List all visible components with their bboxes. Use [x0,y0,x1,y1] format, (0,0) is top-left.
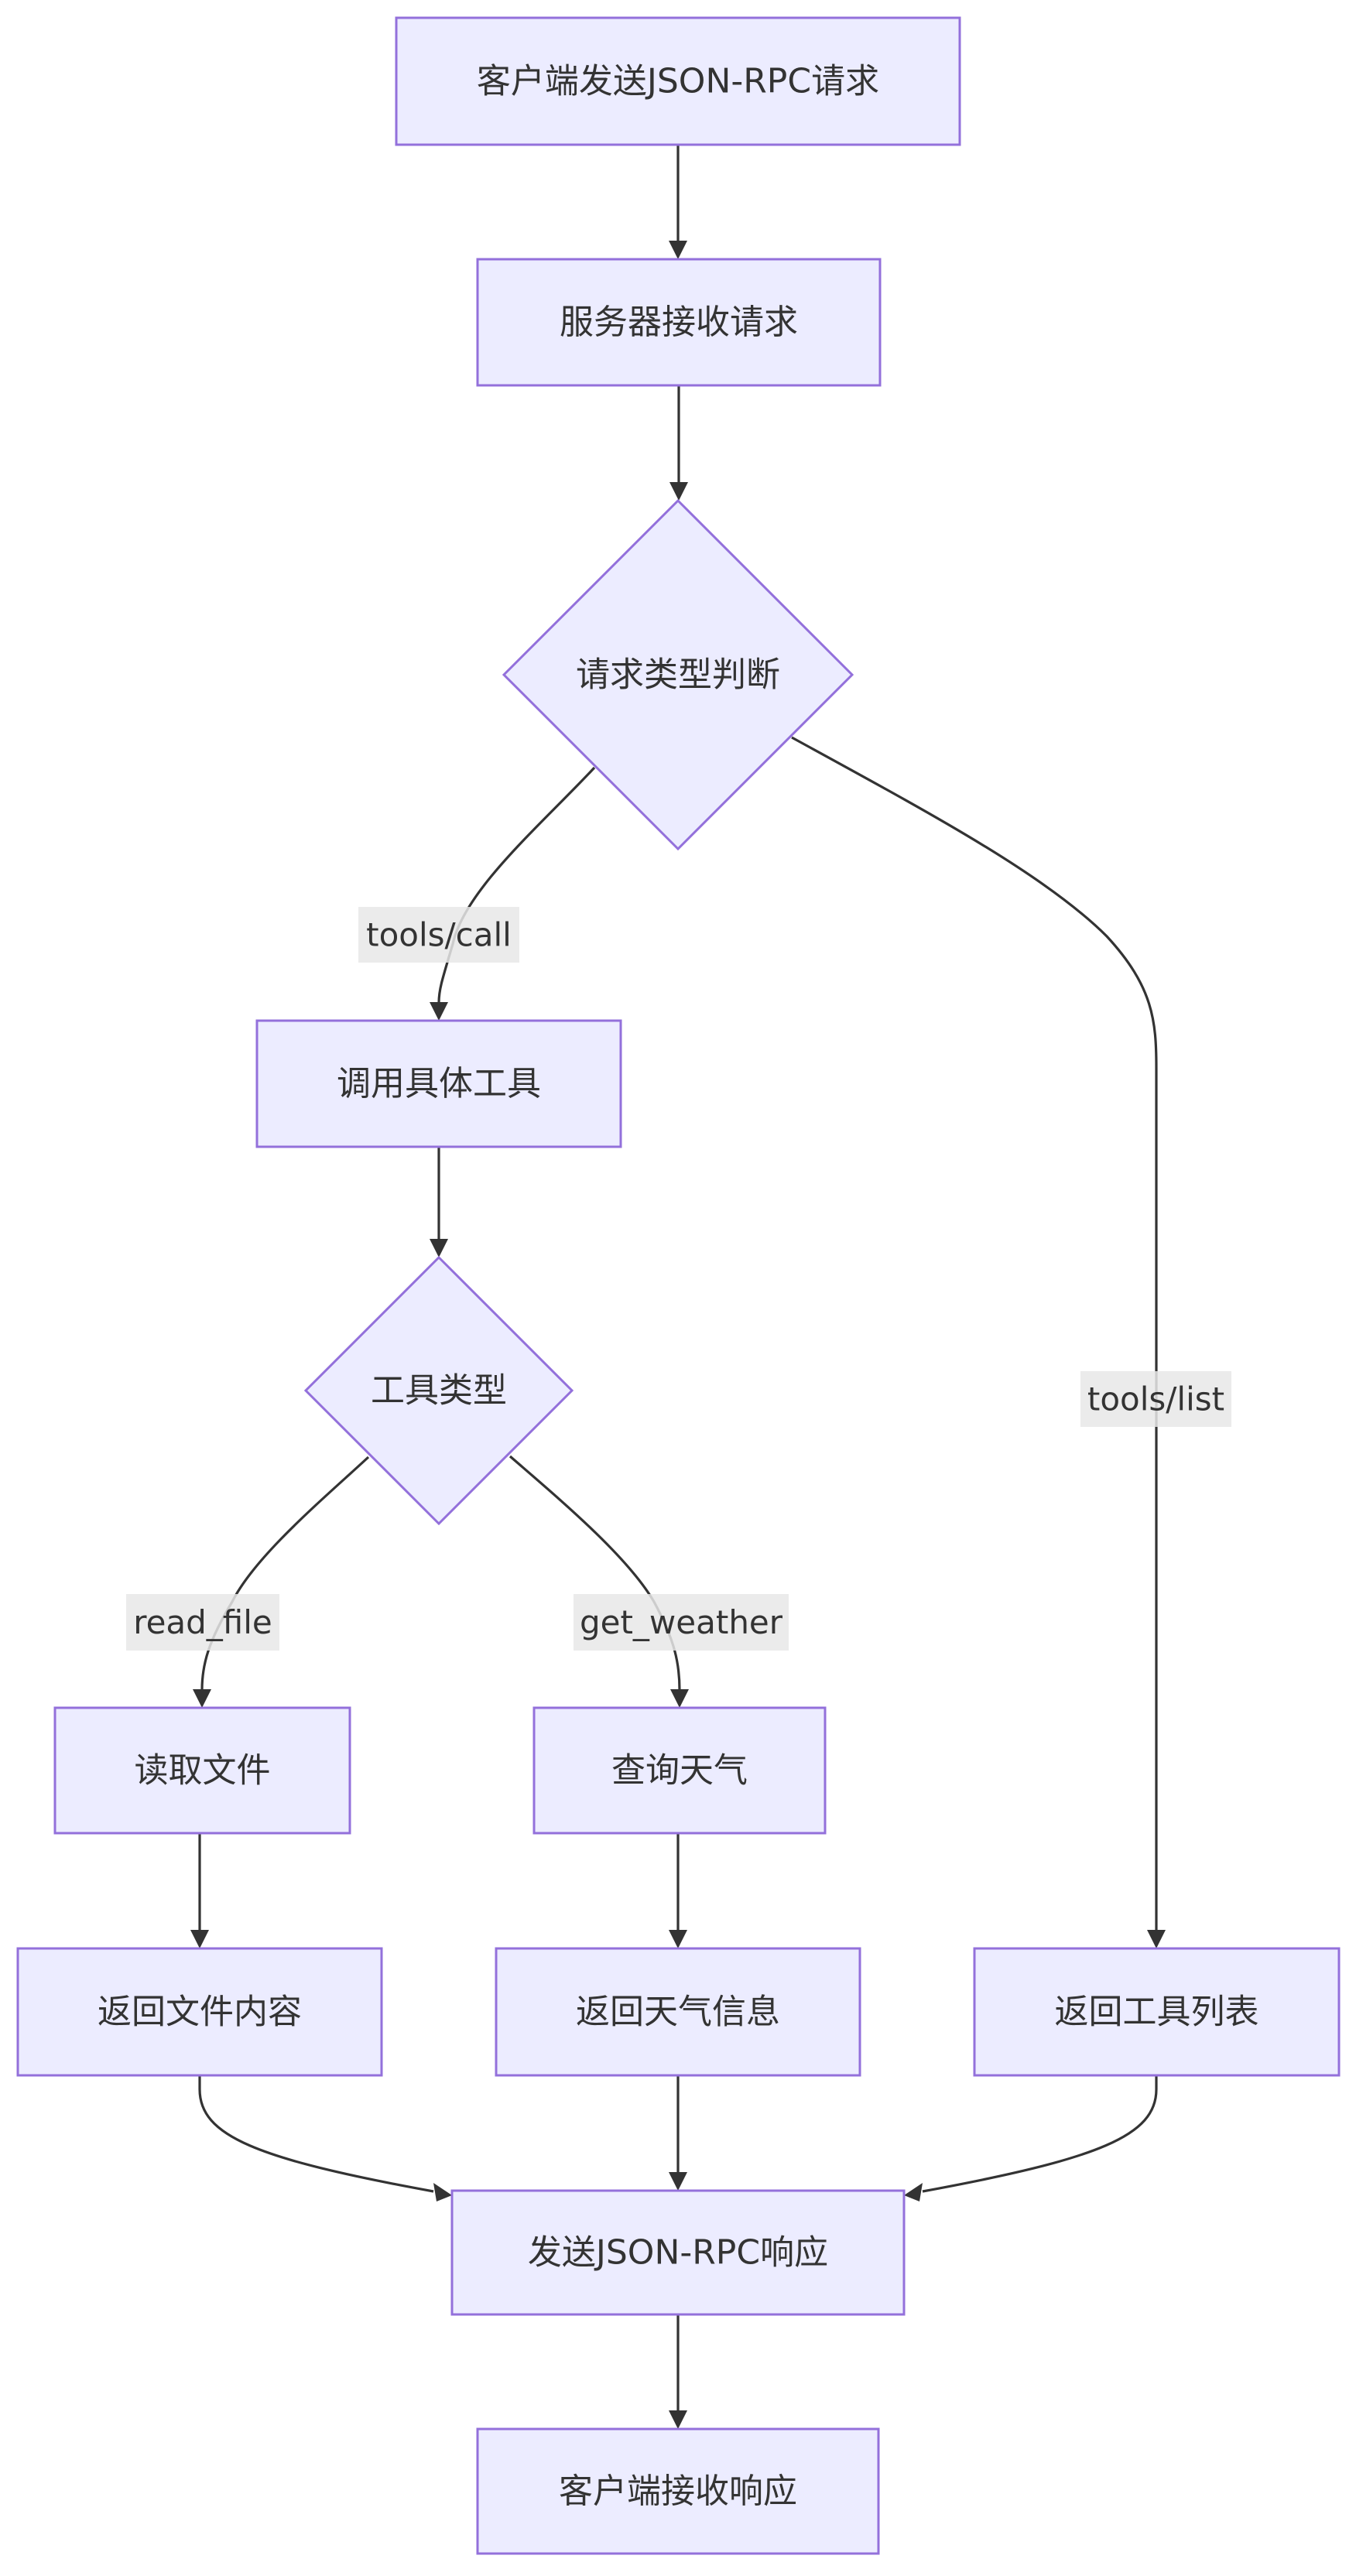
arrowhead-icon [669,2410,687,2429]
node-label: 请求类型判断 [576,655,780,695]
node-label: 返回工具列表 [1055,1993,1259,2032]
node-label: 返回文件内容 [98,1993,302,2032]
edge-line [508,1455,681,1691]
edge-label-text: get_weather [580,1603,783,1641]
node-return-weather: 返回天气信息 [495,1947,861,2077]
process-box [53,1706,351,1835]
edge-server-recv-to-req-type [669,385,688,501]
arrowhead-icon [190,1930,209,1948]
node-call-tool: 调用具体工具 [255,1019,622,1148]
edge-line [791,736,1158,1931]
edge-req-type-to-return-tools [791,736,1166,1948]
edge-tool-type-to-query-weather [508,1455,689,1708]
node-send-response: 发送JSON-RPC响应 [450,2189,906,2316]
edge-label-background [1080,1371,1231,1427]
arrowhead-icon [669,241,687,259]
arrowhead-icon [904,2183,923,2201]
decision-diamond [303,1255,574,1526]
process-box [476,258,882,387]
node-client-recv: 客户端接收响应 [476,2427,880,2555]
node-tool-type: 工具类型 [303,1255,574,1526]
edge-labels-layer: tools/call tools/list read_file get_weather [126,907,1231,1651]
node-label: 调用具体工具 [337,1064,541,1103]
node-label: 查询天气 [611,1751,748,1791]
node-query-weather: 查询天气 [532,1706,827,1835]
arrowhead-icon [669,1930,687,1948]
process-box [532,1706,827,1835]
edge-label-text: tools/call [366,916,512,954]
edge-label: tools/list [1080,1371,1231,1427]
edge-label-text: tools/list [1087,1380,1224,1418]
process-box [450,2189,906,2316]
node-label: 客户端接收响应 [559,2472,797,2511]
node-label: 读取文件 [135,1751,271,1791]
node-label: 返回天气信息 [576,1993,780,2032]
arrowhead-icon [433,2183,452,2201]
arrowhead-icon [670,1689,689,1708]
arrowhead-icon [430,1239,448,1257]
edges-layer [190,145,1166,2429]
process-box [476,2427,880,2555]
process-box [16,1947,383,2077]
node-label: 客户端发送JSON-RPC请求 [477,62,879,101]
edge-label: read_file [126,1594,279,1651]
edge-label: tools/call [358,907,519,963]
edge-tool-type-to-read-file [193,1456,370,1708]
edge-return-weather-to-send-response [669,2075,687,2191]
edge-label-background [358,907,519,963]
node-return-file: 返回文件内容 [16,1947,383,2077]
edge-label-text: read_file [133,1603,272,1641]
process-box [255,1019,622,1148]
node-req-type: 请求类型判断 [502,498,854,851]
arrowhead-icon [430,1002,448,1021]
nodes-layer: 客户端发送JSON-RPC请求服务器接收请求请求类型判断调用具体工具工具类型读取… [16,16,1341,2555]
edge-call-tool-to-tool-type [430,1147,448,1257]
node-read-file: 读取文件 [53,1706,351,1835]
edge-read-file-to-return-file [190,1833,209,1948]
node-client-send: 客户端发送JSON-RPC请求 [395,16,961,146]
node-label: 发送JSON-RPC响应 [528,2233,828,2273]
arrowhead-icon [669,2172,687,2191]
edge-client-send-to-server-recv [669,145,687,259]
node-server-recv: 服务器接收请求 [476,258,882,387]
process-box [495,1947,861,2077]
edge-line [437,766,596,1004]
node-label: 工具类型 [371,1371,507,1411]
node-label: 服务器接收请求 [560,303,798,342]
edge-line [922,2075,1158,2193]
edge-send-response-to-client-recv [669,2314,687,2429]
arrowhead-icon [669,482,688,501]
edge-query-weather-to-return-weather [669,1833,687,1948]
arrowhead-icon [193,1689,211,1708]
edge-label: get_weather [574,1594,789,1651]
edge-line [200,1456,370,1691]
edge-return-tools-to-send-response [904,2075,1158,2201]
edge-line [198,2075,434,2193]
edge-return-file-to-send-response [198,2075,452,2201]
node-return-tools: 返回工具列表 [973,1947,1341,2077]
edge-label-background [574,1594,789,1651]
process-box [395,16,961,146]
process-box [973,1947,1341,2077]
edge-req-type-to-call-tool [430,766,596,1021]
edge-label-background [126,1594,279,1651]
decision-diamond [502,498,854,851]
arrowhead-icon [1147,1930,1166,1948]
